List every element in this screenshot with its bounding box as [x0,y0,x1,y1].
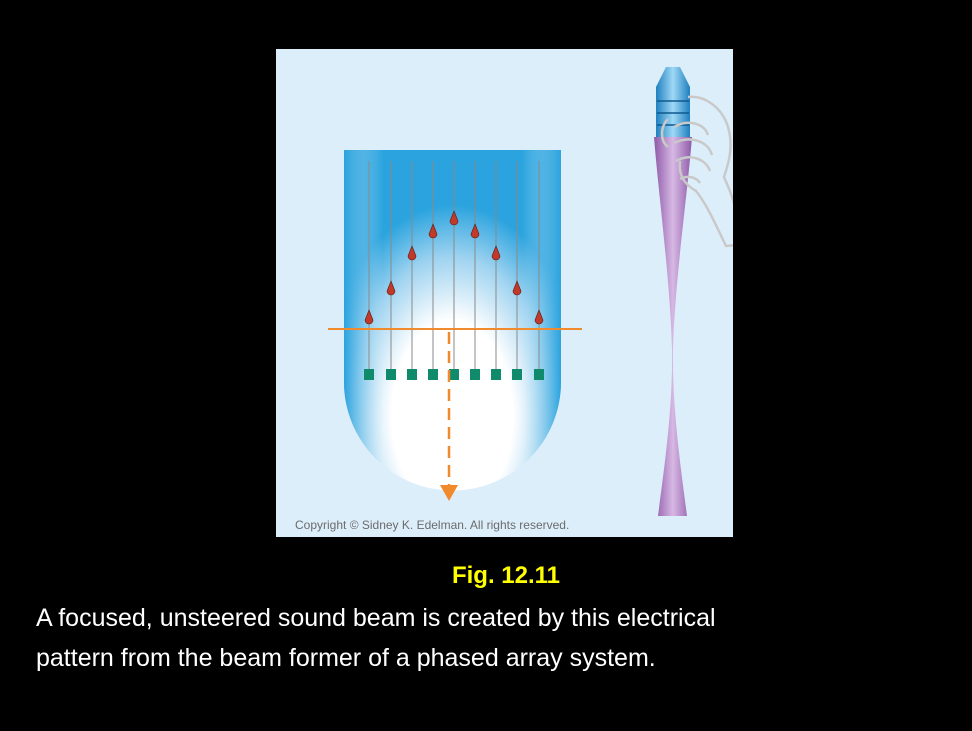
element-3 [407,369,417,380]
probe-housing [344,150,561,491]
element-5 [449,369,459,380]
element-2 [386,369,396,380]
caption-line-1: A focused, unsteered sound beam is creat… [36,604,716,632]
element-4 [428,369,438,380]
figure-panel: Copyright © Sidney K. Edelman. All right… [276,49,733,537]
pulse-9 [534,309,544,325]
beam-direction-arrow [440,332,458,501]
pulse-5 [449,210,459,226]
beam-profile [654,67,692,516]
element-9 [534,369,544,380]
caption-line-2: pattern from the beam former of a phased… [36,644,656,672]
crystal-elements [364,369,544,380]
element-8 [512,369,522,380]
element-1 [364,369,374,380]
pulse-6 [470,223,480,239]
pulse-1 [364,309,374,325]
hand-outline [660,95,733,248]
pulse-8 [512,280,522,296]
pulse-2 [386,280,396,296]
element-7 [491,369,501,380]
element-wires [368,161,540,371]
copyright-notice: Copyright © Sidney K. Edelman. All right… [295,518,570,532]
pulse-7 [491,245,501,261]
phased-array-diagram [328,67,733,516]
electrical-pulses [364,210,544,325]
figure-label: Fig. 12.11 [451,562,561,589]
pulse-4 [428,223,438,239]
figure-caption: A focused, unsteered sound beam is creat… [36,598,936,678]
element-6 [470,369,480,380]
pulse-3 [407,245,417,261]
